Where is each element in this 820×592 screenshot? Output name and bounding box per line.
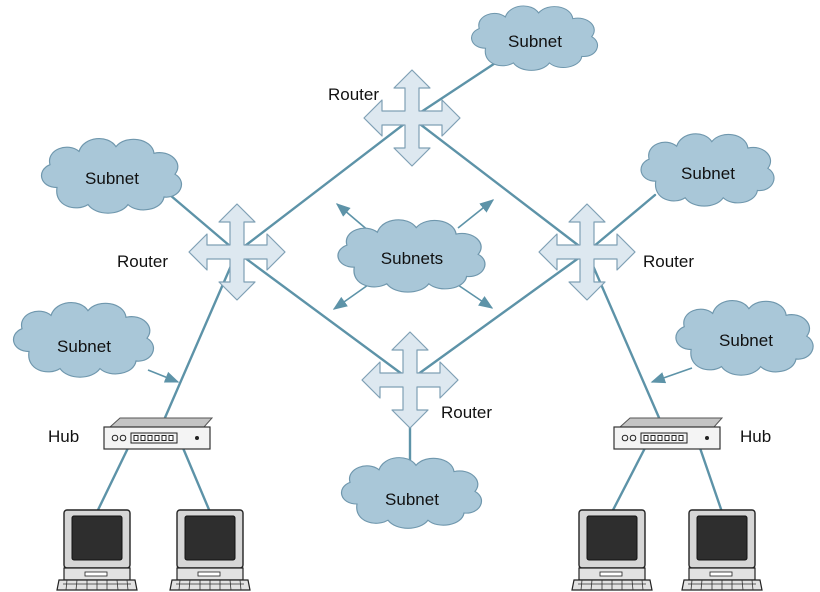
link-left-router-bottom-router bbox=[235, 250, 412, 382]
subnets-arrows bbox=[147, 199, 693, 384]
link-left-hub-pc-1 bbox=[95, 446, 130, 514]
computer-4 bbox=[681, 509, 763, 591]
arrow-left-subnet-to-hub bbox=[147, 369, 180, 383]
computer-2 bbox=[169, 509, 251, 591]
router-left bbox=[188, 203, 286, 301]
arrow-up-right bbox=[457, 199, 495, 229]
link-left-router-left-subnet bbox=[168, 193, 239, 254]
subnet-label-left-lower: Subnet bbox=[57, 337, 111, 356]
link-left-hub-pc-2 bbox=[181, 446, 212, 514]
hub-label-left: Hub bbox=[48, 427, 79, 446]
subnet-label-top: Subnet bbox=[508, 32, 562, 51]
arrow-down-left bbox=[332, 284, 369, 310]
computer-1 bbox=[56, 509, 138, 591]
computer-icon bbox=[56, 509, 138, 591]
router-label-left: Router bbox=[117, 252, 168, 271]
link-right-router-right-hub bbox=[585, 250, 662, 422]
links bbox=[95, 48, 724, 514]
router-icon bbox=[538, 203, 636, 301]
arrow-up-left bbox=[335, 203, 371, 233]
link-top-router-right-router bbox=[410, 116, 589, 254]
computer-3 bbox=[571, 509, 653, 591]
link-right-hub-pc-4 bbox=[698, 446, 724, 514]
link-left-router-left-hub bbox=[162, 250, 239, 422]
subnet-label-right-upper: Subnet bbox=[681, 164, 735, 183]
computer-icon bbox=[169, 509, 251, 591]
hub-right bbox=[613, 417, 723, 450]
link-right-router-bottom-router bbox=[408, 250, 589, 382]
router-label-bottom: Router bbox=[441, 403, 492, 422]
computer-icon bbox=[571, 509, 653, 591]
subnets-label-center: Subnets bbox=[381, 249, 443, 268]
subnet-label-bottom: Subnet bbox=[385, 490, 439, 509]
hub-icon bbox=[613, 417, 723, 450]
hub-icon bbox=[103, 417, 213, 450]
hub-label-right: Hub bbox=[740, 427, 771, 446]
router-icon bbox=[188, 203, 286, 301]
link-right-hub-pc-3 bbox=[610, 446, 647, 514]
computer-icon bbox=[681, 509, 763, 591]
router-label-right: Router bbox=[643, 252, 694, 271]
arrow-down-right bbox=[457, 284, 494, 309]
link-top-router-left-router bbox=[235, 116, 414, 254]
router-label-top: Router bbox=[328, 85, 379, 104]
arrow-right-subnet-to-hub bbox=[650, 367, 693, 384]
link-right-router-right-subnet bbox=[585, 193, 657, 254]
router-right bbox=[538, 203, 636, 301]
hub-left bbox=[103, 417, 213, 450]
subnet-label-right-lower: Subnet bbox=[719, 331, 773, 350]
subnet-label-left-upper: Subnet bbox=[85, 169, 139, 188]
